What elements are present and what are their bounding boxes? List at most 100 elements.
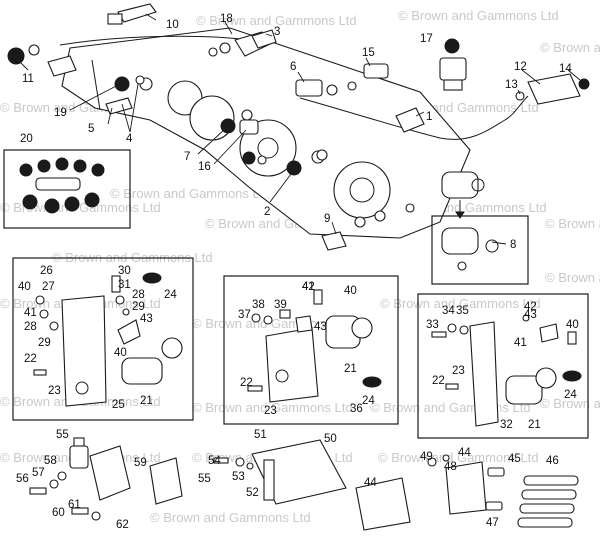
callout-57: 57	[32, 467, 45, 479]
svg-text:© Brown and Gammons Ltd: © Brown and Gammons Ltd	[378, 450, 539, 465]
watermark-18: © Brown and Gammons Ltd	[192, 400, 353, 415]
callout-21: 21	[344, 363, 357, 375]
svg-text:© Brown and Gammons Ltd: © Brown and Gammons Ltd	[196, 13, 357, 28]
part-4-5-bracket	[105, 97, 133, 115]
svg-text:© Brown and Gammons Ltd: © Brown and Gammons Ltd	[545, 270, 600, 285]
leader-lines	[17, 13, 581, 245]
callout-13: 13	[505, 79, 518, 91]
svg-text:© Brown and Gammons Ltd: © Brown and Gammons Ltd	[540, 40, 600, 55]
callout-23: 23	[452, 365, 465, 377]
callout-6: 6	[290, 61, 296, 73]
callout-47: 47	[486, 517, 499, 529]
watermark-2: © Brown and Gammons Ltd	[196, 13, 357, 28]
callout-32: 32	[500, 419, 513, 431]
part-8-box	[431, 215, 529, 285]
callout-49: 49	[420, 451, 433, 463]
callout-40: 40	[18, 281, 31, 293]
part-15-lamp	[347, 63, 389, 91]
callout-26: 26	[40, 265, 53, 277]
callout-44: 44	[364, 477, 377, 489]
callout-5: 5	[88, 123, 94, 135]
callout-62: 62	[116, 519, 129, 531]
watermark-23: © Brown and Gammons Ltd	[378, 450, 539, 465]
callout-22: 22	[24, 353, 37, 365]
part-44-connector	[355, 477, 411, 531]
left-control-box	[12, 257, 194, 421]
watermark-19: © Brown and Gammons Ltd	[370, 400, 531, 415]
callout-22: 22	[240, 377, 253, 389]
part-10-switch	[107, 3, 157, 25]
watermark-24: © Brown and Gammons Ltd	[150, 510, 311, 525]
part-46-fuses	[517, 475, 579, 528]
svg-text:© Brown and Gammons Ltd: © Brown and Gammons Ltd	[192, 316, 353, 331]
callout-38: 38	[252, 299, 265, 311]
callout-50: 50	[324, 433, 337, 445]
right-box-motor	[505, 367, 557, 405]
callout-35: 35	[456, 305, 469, 317]
callout-45: 45	[508, 453, 521, 465]
callout-23: 23	[48, 385, 61, 397]
left-box-bracket	[61, 295, 107, 407]
watermark-15: © Brown and Gammons Ltd	[380, 296, 541, 311]
watermark-11: © Brown and Gammons Ltd	[545, 216, 600, 231]
callout-27: 27	[42, 281, 55, 293]
watermark-7: © Brown and Gammons Ltd	[0, 200, 161, 215]
svg-text:© Brown and Gammons Ltd: © Brown and Gammons Ltd	[545, 216, 600, 231]
callout-60: 60	[52, 507, 65, 519]
left-box-motor	[121, 337, 183, 385]
callout-25: 25	[112, 399, 125, 411]
callout-24: 24	[362, 395, 375, 407]
callout-22: 22	[432, 375, 445, 387]
callout-39: 39	[274, 299, 287, 311]
part-20-knob-set	[19, 157, 105, 214]
watermark-8: © Brown and Gammons Ltd	[110, 186, 271, 201]
svg-text:© Brown and Gammons Ltd: © Brown and Gammons Ltd	[0, 200, 161, 215]
part-45-47-bulbs	[485, 467, 505, 511]
callout-36: 36	[350, 403, 363, 415]
middle-control-box	[223, 275, 399, 425]
right-control-box	[417, 293, 589, 439]
svg-text:© Brown and Gammons Ltd: © Brown and Gammons Ltd	[192, 400, 353, 415]
callout-20: 20	[20, 133, 33, 145]
callout-10: 10	[166, 19, 179, 31]
callout-18: 18	[220, 13, 233, 25]
part-55-flasher	[149, 457, 183, 505]
callout-43: 43	[314, 321, 327, 333]
callout-23: 23	[264, 405, 277, 417]
part-11-knob	[7, 44, 77, 77]
middle-box-fasteners	[247, 289, 382, 392]
callout-54: 54	[208, 455, 221, 467]
callout-16: 16	[198, 161, 211, 173]
callout-55: 55	[56, 429, 69, 441]
part-55-switch	[69, 437, 89, 469]
callout-3: 3	[274, 26, 280, 38]
part-20-box	[3, 149, 131, 229]
callout-37: 37	[238, 309, 251, 321]
part-12-14-switch	[515, 73, 590, 105]
callout-40: 40	[566, 319, 579, 331]
part-17-gauge-sender	[439, 38, 467, 91]
callout-28: 28	[24, 321, 37, 333]
callout-9: 9	[324, 213, 330, 225]
part-44-fuseblock	[427, 454, 487, 515]
middle-box-motor	[325, 315, 373, 349]
callout-44: 44	[458, 447, 471, 459]
callout-46: 46	[546, 455, 559, 467]
callout-14: 14	[559, 63, 572, 75]
part-9-bolt	[321, 210, 386, 251]
part-1-switch	[395, 107, 425, 133]
callout-58: 58	[44, 455, 57, 467]
callout-17: 17	[420, 33, 433, 45]
callout-56: 56	[16, 473, 29, 485]
middle-box-housing	[265, 327, 319, 403]
callout-30: 30	[118, 265, 131, 277]
part-8-motor-boxed	[441, 227, 499, 271]
callout-42: 42	[524, 301, 537, 313]
left-box-fasteners	[33, 272, 162, 376]
callout-labels: 1234567891011121314151617181920212121222…	[16, 13, 579, 531]
callout-48: 48	[444, 461, 457, 473]
callout-40: 40	[344, 285, 357, 297]
right-box-plate	[469, 321, 499, 427]
callout-19: 19	[54, 107, 67, 119]
